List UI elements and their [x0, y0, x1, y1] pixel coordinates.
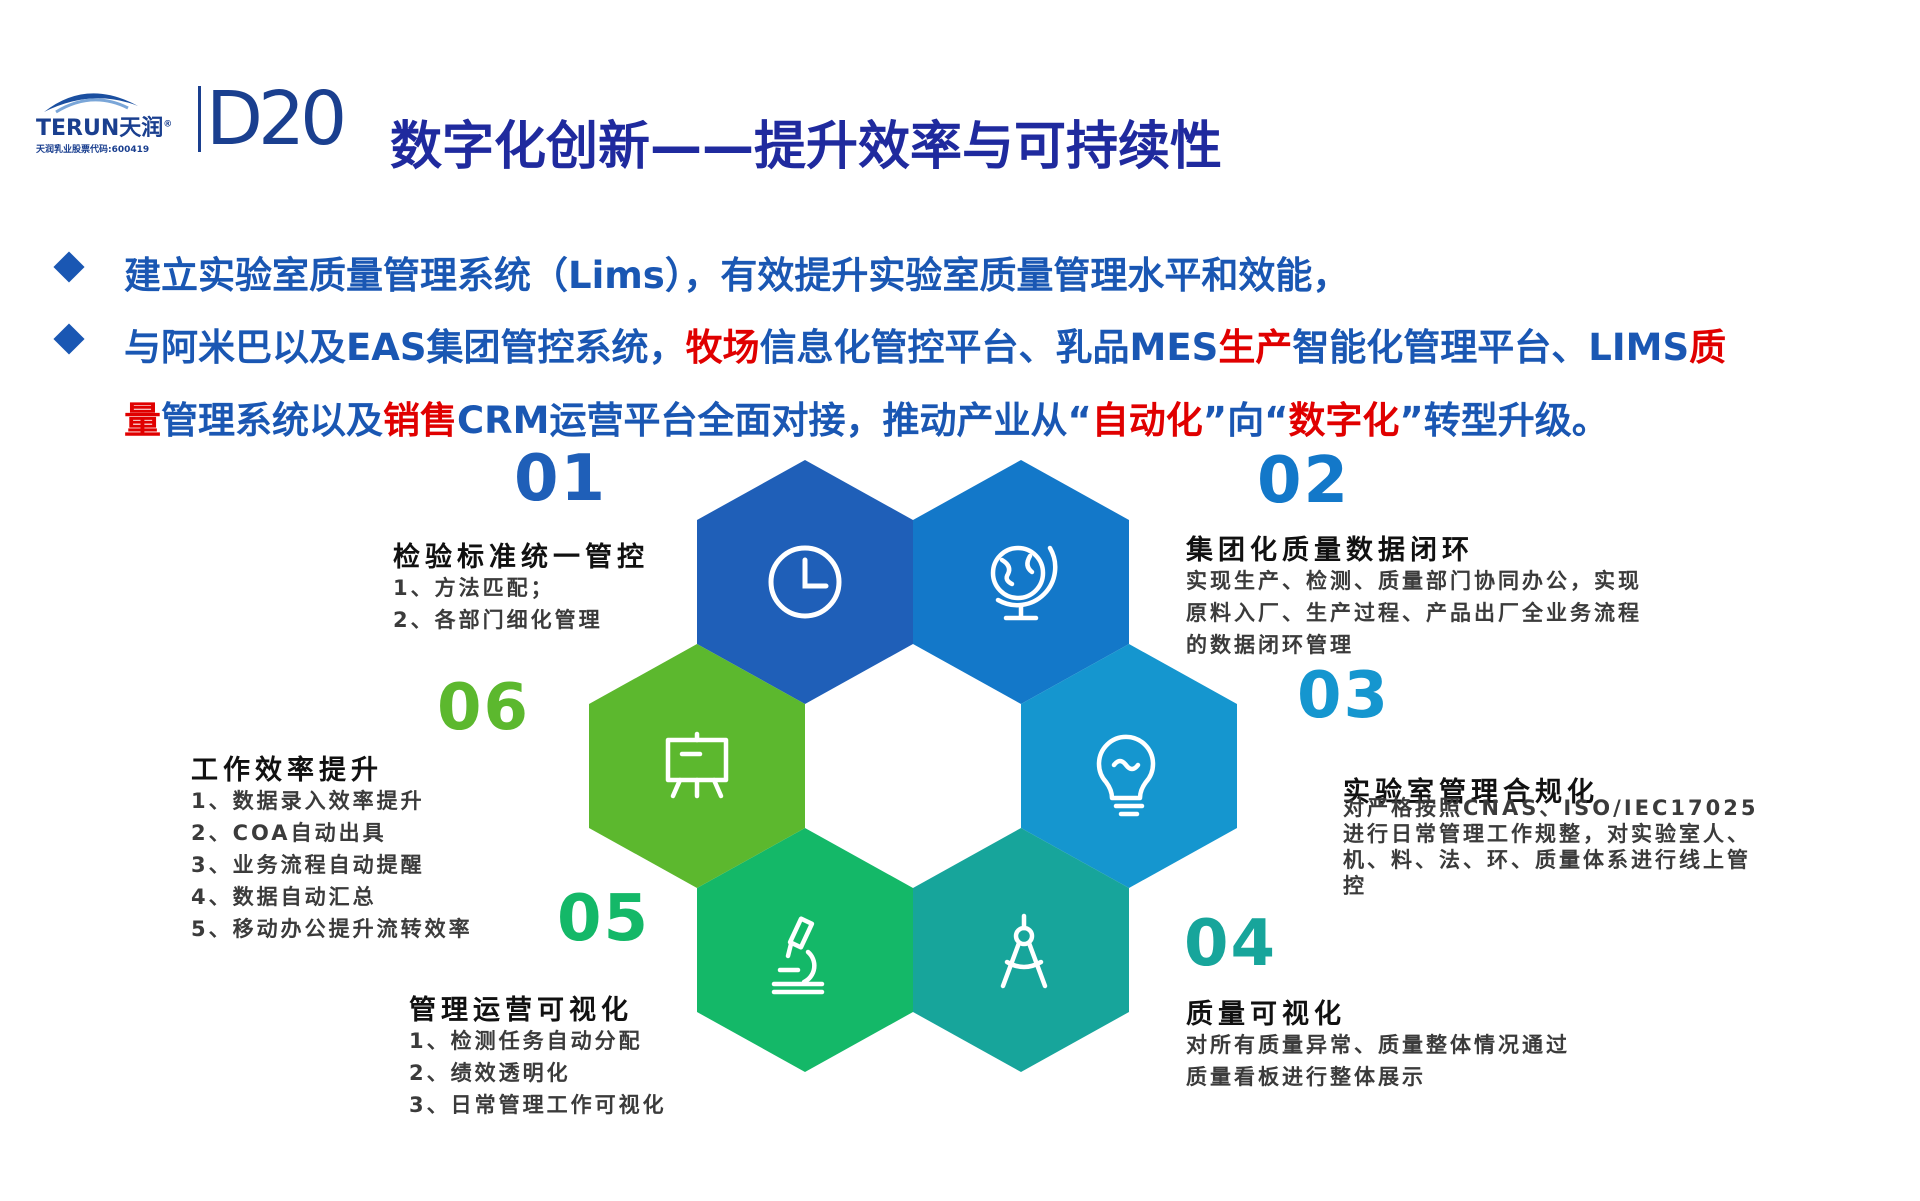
bullet-segment: 建立实验室质量管理系统（Lims），有效提升实验室质量管理水平和效能， — [124, 254, 1350, 297]
bullet-highlight: 生产 — [1218, 326, 1293, 369]
logo-d20: D20 — [206, 76, 347, 162]
item-03-number: 03 — [1297, 659, 1391, 733]
bullet-highlight: 数字化 — [1288, 399, 1400, 442]
hexagon-06 — [589, 644, 805, 888]
item-06-line: 1、数据录入效率提升 — [191, 789, 425, 813]
item-03-line: 进行日常管理工作规整，对实验室人、 — [1343, 822, 1751, 846]
item-02-line: 的数据闭环管理 — [1186, 633, 1354, 657]
hexagon-02 — [913, 460, 1129, 704]
item-04-title: 质量可视化 — [1186, 999, 1346, 1030]
bullet-segment: ”向“ — [1202, 399, 1289, 442]
bullet-line-2: 与阿米巴以及EAS集团管控系统，牧场信息化管控平台、乳品MES生产智能化管理平台… — [124, 317, 1726, 371]
bullet-highlight: 销售 — [383, 399, 457, 442]
item-03-lines: 对严格按照CNAS、ISO/IEC17025 进行日常管理工作规整，对实验室人、… — [1343, 795, 1758, 899]
item-05-title: 管理运营可视化 — [409, 995, 633, 1026]
item-02-title: 集团化质量数据闭环 — [1186, 535, 1474, 566]
lightbulb-icon — [1096, 734, 1156, 817]
globe-icon — [990, 545, 1058, 621]
bullet-highlight: 自动化 — [1091, 399, 1203, 442]
page-title: 数字化创新——提升效率与可持续性 — [390, 117, 1223, 177]
clock-icon — [768, 545, 842, 619]
item-06-line: 2、COA自动出具 — [191, 821, 387, 845]
item-04-line: 质量看板进行整体展示 — [1186, 1065, 1426, 1089]
item-03-line: 机、料、法、环、质量体系进行线上管 — [1343, 848, 1751, 872]
item-01-number: 01 — [514, 442, 608, 516]
item-04-line: 对所有质量异常、质量整体情况通过 — [1186, 1033, 1570, 1057]
item-02-number: 02 — [1257, 444, 1351, 518]
item-06-number: 06 — [437, 671, 531, 745]
item-01-title: 检验标准统一管控 — [393, 542, 649, 573]
item-05-number: 05 — [557, 882, 651, 956]
item-06-lines: 1、数据录入效率提升 2、COA自动出具 3、业务流程自动提醒 4、数据自动汇总… — [191, 785, 473, 945]
item-06-title: 工作效率提升 — [191, 755, 383, 786]
bullet-segment: CRM运营平台全面对接，推动产业从“ — [457, 399, 1092, 442]
hexagon-04 — [913, 828, 1129, 1072]
item-04-lines: 对所有质量异常、质量整体情况通过 质量看板进行整体展示 — [1186, 1029, 1570, 1093]
microscope-icon — [771, 916, 825, 995]
bullet-segment: ”转型升级。 — [1399, 399, 1609, 442]
item-03-title: 实验室管理合规化 — [1343, 777, 1599, 808]
item-02-lines: 实现生产、检测、质量部门协同办公，实现 原料入厂、生产过程、产品出厂全业务流程 … — [1186, 565, 1642, 661]
item-02-line: 实现生产、检测、质量部门协同办公，实现 — [1186, 569, 1642, 593]
bullet-segment: 信息化管控平台、乳品MES — [759, 326, 1219, 369]
item-03-line: 对严格按照CNAS、ISO/IEC17025 — [1343, 796, 1759, 820]
item-06-line: 4、数据自动汇总 — [191, 885, 377, 909]
bullet-segment: 智能化管理平台、LIMS — [1292, 326, 1690, 369]
item-01-line: 2、各部门细化管理 — [393, 608, 603, 632]
logo-divider — [198, 86, 201, 152]
bullet-segment: 管理系统以及 — [161, 399, 383, 442]
bullet-highlight: 牧场 — [685, 326, 760, 369]
item-06-line: 5、移动办公提升流转效率 — [191, 917, 473, 941]
item-05-line: 2、绩效透明化 — [409, 1061, 571, 1085]
item-03-line: 控 — [1343, 874, 1367, 898]
company-logo: TERUN天润® 天润乳业股票代码:600419 D20 — [34, 76, 354, 162]
item-06-line: 3、业务流程自动提醒 — [191, 853, 425, 877]
item-01-lines: 1、方法匹配； 2、各部门细化管理 — [393, 572, 603, 636]
item-05-line: 3、日常管理工作可视化 — [409, 1093, 667, 1117]
presentation-board-icon — [665, 731, 729, 799]
item-02-line: 原料入厂、生产过程、产品出厂全业务流程 — [1186, 601, 1642, 625]
logo-arc-graphic — [44, 93, 138, 114]
item-01-line: 1、方法匹配； — [393, 576, 555, 600]
item-05-lines: 1、检测任务自动分配 2、绩效透明化 3、日常管理工作可视化 — [409, 1025, 667, 1121]
logo-stock-code: 天润乳业股票代码:600419 — [36, 145, 150, 155]
item-04-number: 04 — [1184, 907, 1278, 981]
bullet-highlight: 量 — [124, 399, 161, 442]
item-05-line: 1、检测任务自动分配 — [409, 1029, 643, 1053]
bullet-line-3: 量管理系统以及销售CRM运营平台全面对接，推动产业从“自动化”向“数字化”转型升… — [124, 390, 1609, 444]
bullet-line-1: 建立实验室质量管理系统（Lims），有效提升实验室质量管理水平和效能， — [124, 245, 1349, 299]
compass-icon — [1000, 913, 1048, 989]
bullet-segment: 与阿米巴以及EAS集团管控系统， — [124, 326, 686, 369]
logo-brand: TERUN天润® — [36, 116, 173, 141]
hexagon-05 — [697, 828, 913, 1072]
bullet-highlight: 质 — [1689, 326, 1727, 369]
